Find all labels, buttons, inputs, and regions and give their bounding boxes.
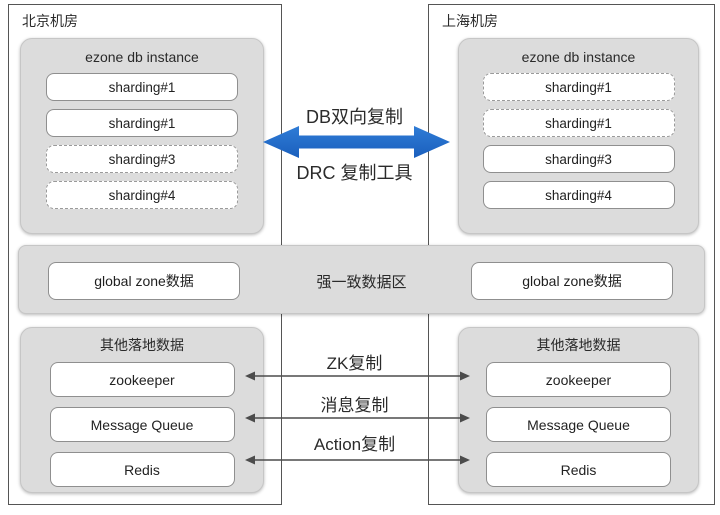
other-data-panel-shanghai: 其他落地数据 zookeeper Message Queue Redis bbox=[458, 327, 699, 493]
shard-item: sharding#1 bbox=[46, 73, 238, 101]
shard-item: sharding#4 bbox=[46, 181, 238, 209]
db-replication-label: DB双向复制 bbox=[305, 107, 403, 127]
db-instance-title: ezone db instance bbox=[521, 49, 636, 65]
other-data-panel-beijing: 其他落地数据 zookeeper Message Queue Redis bbox=[20, 327, 264, 493]
db-instance-panel-beijing: ezone db instance sharding#1 sharding#1 … bbox=[20, 38, 264, 234]
shard-item: sharding#1 bbox=[46, 109, 238, 137]
shard-item: sharding#1 bbox=[482, 73, 675, 101]
action-replication-label: Action复制 bbox=[313, 435, 396, 454]
db-bidirectional-arrow-icon bbox=[263, 126, 450, 158]
other-data-title: 其他落地数据 bbox=[100, 337, 184, 353]
landed-item-redis: Redis bbox=[486, 452, 671, 487]
shard-item: sharding#3 bbox=[482, 145, 675, 173]
db-instance-panel-shanghai: ezone db instance sharding#1 sharding#1 … bbox=[458, 38, 699, 234]
shanghai-datacenter-title: 上海机房 bbox=[442, 13, 498, 29]
landed-item-redis: Redis bbox=[49, 452, 235, 487]
landed-item-zookeeper: zookeeper bbox=[486, 362, 671, 397]
landed-item-message-queue: Message Queue bbox=[49, 407, 235, 442]
landed-item-zookeeper: zookeeper bbox=[49, 362, 235, 397]
shard-item: sharding#3 bbox=[46, 145, 238, 173]
message-replication-label: 消息复制 bbox=[320, 396, 389, 415]
drc-tool-label: DRC 复制工具 bbox=[296, 163, 413, 183]
db-instance-title: ezone db instance bbox=[85, 49, 199, 65]
shard-item: sharding#4 bbox=[482, 181, 675, 209]
other-data-title: 其他落地数据 bbox=[536, 337, 621, 353]
consistency-band-label: 强一致数据区 bbox=[316, 274, 407, 291]
global-zone-box-shanghai: global zone数据 bbox=[471, 262, 673, 300]
landed-item-message-queue: Message Queue bbox=[486, 407, 671, 442]
shard-item: sharding#1 bbox=[482, 109, 675, 137]
beijing-datacenter-title: 北京机房 bbox=[22, 13, 78, 29]
consistency-band: global zone数据 强一致数据区 global zone数据 bbox=[18, 245, 705, 314]
zk-replication-label: ZK复制 bbox=[326, 354, 383, 373]
global-zone-box-beijing: global zone数据 bbox=[48, 262, 240, 300]
